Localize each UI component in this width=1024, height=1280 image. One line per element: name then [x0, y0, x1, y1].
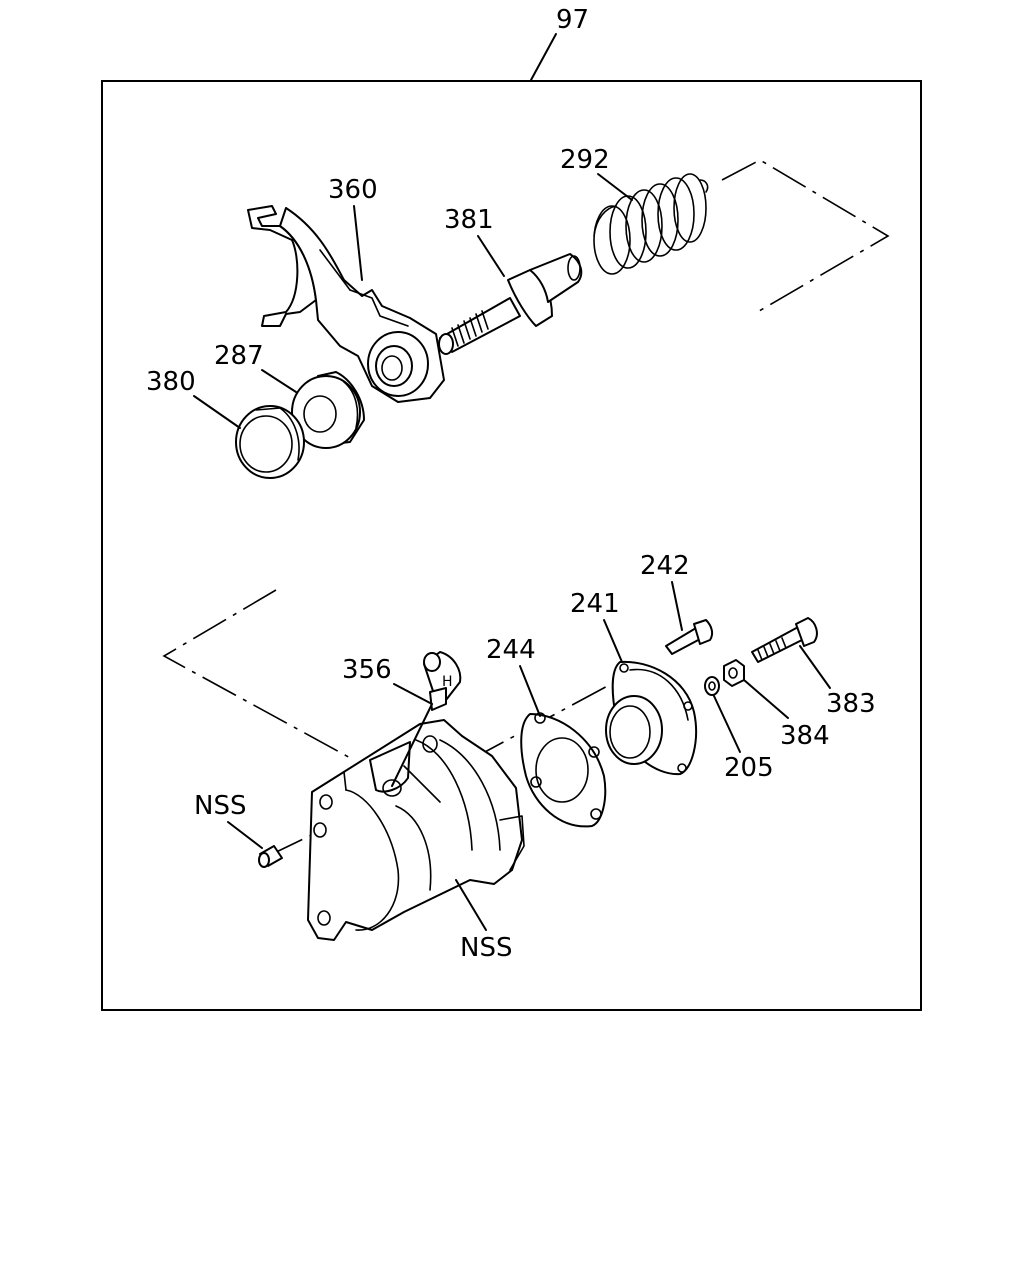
- leader-380: [193, 395, 241, 429]
- callout-244: 244: [486, 635, 536, 665]
- bolt-383-part: [751, 617, 818, 663]
- leader-384: [743, 679, 789, 719]
- leader-287: [261, 369, 297, 393]
- callout-292: 292: [560, 145, 610, 175]
- coil-spring-part: [593, 173, 709, 275]
- leader-381: [477, 235, 505, 277]
- bleeder-screw-part: [258, 845, 283, 868]
- leader-242: [671, 581, 683, 631]
- callout-360: 360: [328, 175, 378, 205]
- leader-205: [713, 695, 741, 753]
- nut-part: [723, 659, 745, 687]
- leader-356-link: [391, 703, 433, 787]
- callout-384: 384: [780, 721, 830, 751]
- seal-ring-part: [235, 405, 305, 479]
- washer-part: [704, 676, 720, 696]
- leader-nss-body: [455, 879, 487, 931]
- diagram-frame: [101, 80, 922, 1011]
- leader-360: [353, 205, 363, 281]
- elbow-fitting-part: H: [423, 651, 462, 711]
- bolt-242-part: [665, 619, 714, 655]
- leader-356: [393, 683, 433, 705]
- gasket-part: [520, 712, 607, 828]
- callout-287: 287: [214, 341, 264, 371]
- callout-383: 383: [826, 689, 876, 719]
- shift-fork-part: [247, 205, 445, 403]
- assembly-leader-97: [530, 33, 557, 81]
- svg-text:H: H: [442, 674, 453, 690]
- callout-205: 205: [724, 753, 774, 783]
- callout-241: 241: [570, 589, 620, 619]
- callout-380: 380: [146, 367, 196, 397]
- assembly-callout-97: 97: [556, 5, 589, 35]
- callout-381: 381: [444, 205, 494, 235]
- callout-nss-body: NSS: [460, 933, 512, 963]
- leader-241: [603, 619, 623, 663]
- piston-part: [291, 371, 365, 449]
- leader-292: [597, 173, 633, 201]
- leader-244: [519, 665, 541, 717]
- cover-plate-part: [605, 660, 698, 776]
- leader-383: [799, 645, 831, 689]
- callout-nss-screw: NSS: [194, 791, 246, 821]
- shift-rod-part: [438, 253, 583, 355]
- leader-nss-screw: [227, 821, 263, 849]
- callout-242: 242: [640, 551, 690, 581]
- callout-356: 356: [342, 655, 392, 685]
- cylinder-housing-part: [307, 719, 525, 941]
